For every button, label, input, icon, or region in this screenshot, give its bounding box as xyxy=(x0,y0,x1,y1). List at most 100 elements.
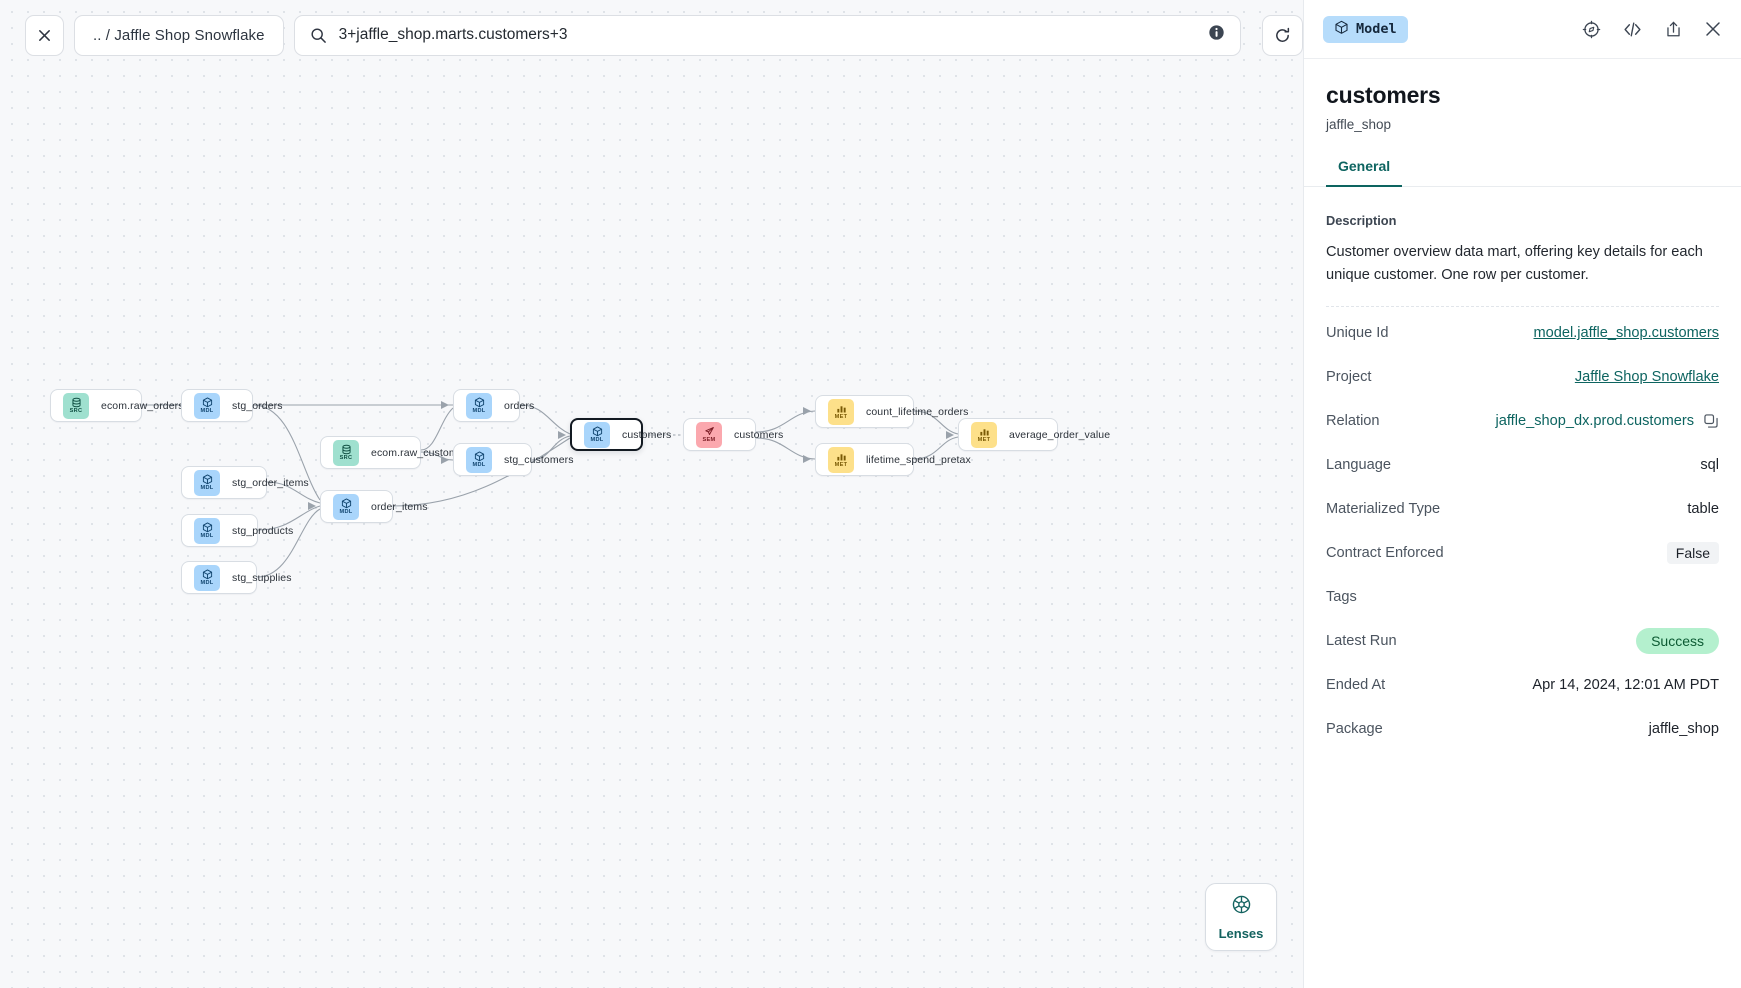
node-type-label: MDL xyxy=(200,407,214,414)
node-type-label: MDL xyxy=(472,407,486,414)
breadcrumb[interactable]: .. / Jaffle Shop Snowflake xyxy=(74,14,284,56)
share-icon[interactable] xyxy=(1664,20,1683,39)
met-icon xyxy=(836,450,847,461)
close-panel-icon[interactable] xyxy=(1704,20,1722,38)
detail-key: Ended At xyxy=(1326,677,1386,694)
sem-icon xyxy=(704,425,715,436)
detail-value: False xyxy=(1666,542,1719,565)
graph-node-label: stg_customers xyxy=(504,453,574,466)
detail-row: Ended At Apr 14, 2024, 12:01 AM PDT xyxy=(1326,667,1719,703)
detail-key: Unique Id xyxy=(1326,325,1389,342)
detail-value-text: sql xyxy=(1700,457,1719,474)
mdl-icon xyxy=(474,450,485,462)
detail-value: table xyxy=(1687,501,1719,517)
detail-value[interactable]: Jaffle Shop Snowflake xyxy=(1575,369,1719,385)
node-type-label: SRC xyxy=(69,407,83,414)
node-type-badge-sem: SEM xyxy=(696,421,722,448)
detail-value: Apr 14, 2024, 12:01 AM PDT xyxy=(1532,677,1719,693)
node-type-badge-mdl: MDL xyxy=(466,392,492,419)
node-type-label: MDL xyxy=(200,532,214,539)
detail-value: sql xyxy=(1700,457,1719,473)
close-graph-button[interactable] xyxy=(25,14,64,56)
detail-value: jaffle_shop xyxy=(1649,721,1719,737)
refresh-button[interactable] xyxy=(1262,14,1303,56)
graph-node-order_items[interactable]: MDL order_items xyxy=(320,490,427,523)
search-icon xyxy=(309,27,329,44)
detail-value: Success xyxy=(1636,628,1719,655)
node-type-label: SRC xyxy=(339,454,353,461)
node-type-label: MET xyxy=(977,436,991,443)
breadcrumb-label: .. / Jaffle Shop Snowflake xyxy=(93,26,265,44)
detail-value[interactable]: model.jaffle_shop.customers xyxy=(1534,325,1720,341)
graph-node-stg_customers[interactable]: MDL stg_customers xyxy=(453,443,573,476)
graph-node-label: average_order_value xyxy=(1009,428,1111,441)
node-type-badge-mdl: MDL xyxy=(194,392,220,419)
detail-key: Latest Run xyxy=(1326,633,1397,650)
node-type-badge-mdl: MDL xyxy=(333,493,359,520)
detail-row: Latest Run Success xyxy=(1326,623,1719,659)
detail-value-text: jaffle_shop_dx.prod.customers xyxy=(1495,413,1694,430)
node-type-label: MDL xyxy=(472,461,486,468)
mdl-icon xyxy=(202,396,213,408)
compass-icon[interactable] xyxy=(1582,20,1601,39)
panel-header: Model xyxy=(1304,0,1741,59)
graph-node-label: lifetime_spend_pretax xyxy=(866,453,971,466)
graph-node-label: order_items xyxy=(371,500,428,513)
src-icon xyxy=(71,396,82,408)
status-badge: Success xyxy=(1636,628,1719,655)
node-type-label: MDL xyxy=(200,579,214,586)
detail-key: Tags xyxy=(1326,589,1357,606)
graph-node-label: stg_orders xyxy=(232,399,283,412)
page-title: customers xyxy=(1326,82,1441,108)
detail-value-text: jaffle_shop xyxy=(1648,721,1719,738)
model-type-badge-label: Model xyxy=(1356,21,1397,37)
description-label: Description xyxy=(1326,213,1397,228)
graph-node-label: customers xyxy=(622,428,672,441)
cube-icon xyxy=(1334,20,1349,39)
info-icon[interactable] xyxy=(1208,24,1226,46)
search-input[interactable] xyxy=(338,26,1200,44)
src-icon xyxy=(341,443,352,455)
lineage-toolbar: .. / Jaffle Shop Snowflake xyxy=(0,0,1303,70)
panel-tabs: General xyxy=(1304,158,1741,187)
graph-node-average_order_value[interactable]: MET average_order_value xyxy=(958,418,1110,451)
detail-row: Unique Id model.jaffle_shop.customers xyxy=(1326,315,1719,351)
detail-row: Package jaffle_shop xyxy=(1326,711,1719,747)
node-type-badge-met: MET xyxy=(828,398,854,425)
detail-value[interactable]: jaffle_shop_dx.prod.customers xyxy=(1496,413,1719,429)
lenses-button[interactable]: Lenses xyxy=(1205,883,1277,951)
node-type-label: MET xyxy=(834,461,848,468)
mdl-icon xyxy=(474,396,485,408)
graph-node-label: stg_order_items xyxy=(232,476,309,489)
detail-key: Package xyxy=(1326,721,1383,738)
mdl-icon xyxy=(202,568,213,580)
tab-general[interactable]: General xyxy=(1326,158,1403,187)
copy-icon[interactable] xyxy=(1703,413,1719,429)
graph-node-stg_orders[interactable]: MDL stg_orders xyxy=(181,389,283,422)
search-bar[interactable] xyxy=(293,14,1241,56)
graph-node-lifetime_spend_pretax[interactable]: MET lifetime_spend_pretax xyxy=(815,443,971,476)
mdl-icon xyxy=(592,425,603,437)
model-type-badge: Model xyxy=(1323,15,1408,43)
node-type-badge-mdl: MDL xyxy=(466,446,492,473)
code-icon[interactable] xyxy=(1622,19,1643,40)
node-type-badge-met: MET xyxy=(828,446,854,473)
divider xyxy=(1326,306,1719,308)
